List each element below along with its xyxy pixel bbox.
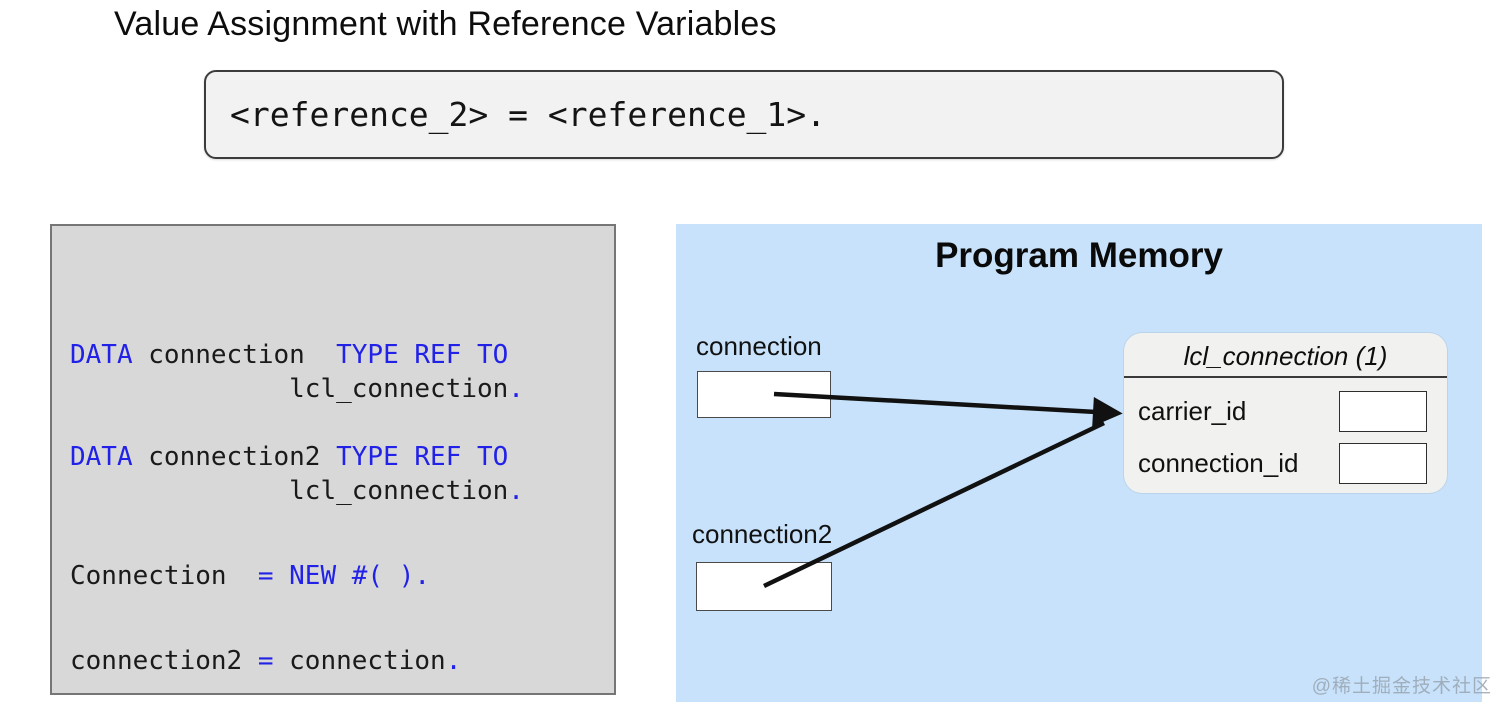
page-title: Value Assignment with Reference Variable… bbox=[114, 5, 777, 43]
code-text: connection bbox=[289, 646, 446, 676]
object-field-row: connection_id bbox=[1138, 437, 1427, 489]
connection-id-label: connection_id bbox=[1138, 447, 1299, 478]
syntax-statement-box: <reference_2> = <reference_1>. bbox=[204, 70, 1284, 159]
program-memory-title: Program Memory bbox=[935, 236, 1223, 275]
object-fields: carrier_id connection_id bbox=[1124, 378, 1447, 489]
code-keyword: DATA bbox=[70, 340, 133, 370]
code-keyword: = bbox=[257, 646, 290, 676]
code-text: connection2 bbox=[132, 442, 337, 472]
carrier-id-label: carrier_id bbox=[1138, 395, 1247, 426]
code-line: connection2 = connection. bbox=[70, 644, 614, 678]
code-keyword: . bbox=[508, 476, 524, 506]
code-keyword: TYPE REF TO bbox=[336, 340, 509, 370]
code-line: DATA connection TYPE REF TO bbox=[70, 338, 614, 372]
code-keyword: . bbox=[508, 374, 524, 404]
code-text: lcl_connection bbox=[70, 476, 509, 506]
carrier-id-value-box bbox=[1339, 390, 1427, 432]
connection-ref-label: connection bbox=[696, 331, 822, 361]
code-text: connection bbox=[132, 340, 337, 370]
code-lines: DATA connection TYPE REF TO lcl_connecti… bbox=[70, 338, 614, 678]
code-line: lcl_connection. bbox=[70, 474, 614, 508]
program-memory-panel: Program Memory connection connection2 lc… bbox=[676, 224, 1482, 702]
code-keyword: DATA bbox=[70, 442, 133, 472]
abap-code-panel: DATA connection TYPE REF TO lcl_connecti… bbox=[50, 224, 616, 695]
code-keyword: . bbox=[445, 646, 462, 676]
code-keyword: = NEW #( ). bbox=[257, 561, 431, 591]
code-line: DATA connection2 TYPE REF TO bbox=[70, 440, 614, 474]
connection-id-value-box bbox=[1339, 442, 1427, 484]
code-keyword: TYPE REF TO bbox=[336, 442, 509, 472]
lcl-connection-object-box: lcl_connection (1) carrier_id connection… bbox=[1124, 333, 1447, 493]
code-text: connection2 bbox=[70, 646, 258, 676]
connection2-ref-label: connection2 bbox=[692, 519, 833, 549]
syntax-statement-code: <reference_2> = <reference_1>. bbox=[230, 95, 827, 134]
connection-ref-box bbox=[697, 371, 831, 418]
code-line: lcl_connection. bbox=[70, 372, 614, 406]
connection2-ref-box bbox=[696, 562, 832, 611]
watermark: @稀土掘金技术社区 bbox=[1311, 676, 1492, 697]
code-text: Connection bbox=[70, 561, 258, 591]
object-field-row: carrier_id bbox=[1138, 385, 1427, 437]
code-text: lcl_connection bbox=[70, 374, 509, 404]
object-header: lcl_connection (1) bbox=[1124, 333, 1447, 378]
code-line: Connection = NEW #( ). bbox=[70, 559, 614, 593]
